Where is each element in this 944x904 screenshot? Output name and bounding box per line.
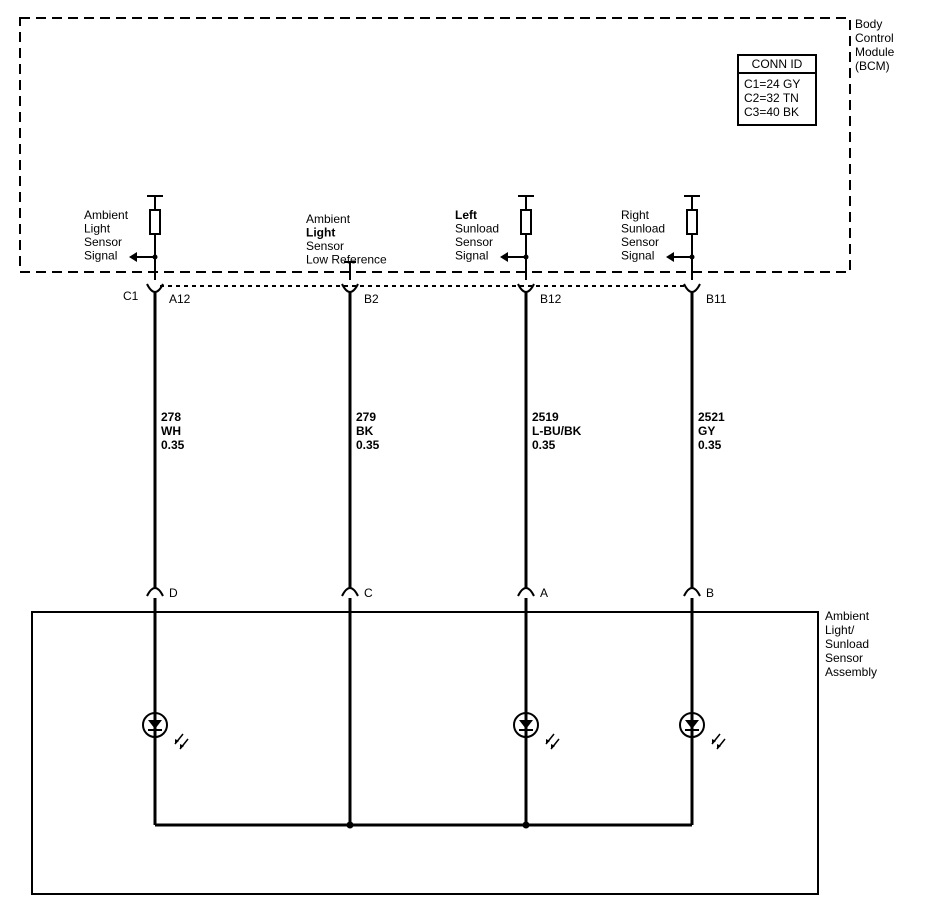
conn-id-row: C1=24 GY	[744, 77, 800, 91]
sensor-connector-pin	[683, 587, 701, 597]
signal-arrow-icon	[129, 252, 137, 262]
bcm-module-boundary	[19, 17, 851, 273]
bcm-pin-label: B2	[364, 292, 379, 306]
conn-id-row: C2=32 TN	[744, 91, 799, 105]
splice-dot	[689, 254, 695, 260]
conn-id-row: C3=40 BK	[744, 105, 799, 119]
pullup-resistor	[520, 209, 532, 235]
pullup-resistor	[686, 209, 698, 235]
sensor-pin-label: B	[706, 586, 714, 600]
conn-id-header: CONN ID	[752, 57, 803, 71]
sensor-assembly-boundary	[31, 611, 819, 895]
photodiode-icon	[513, 712, 560, 750]
pullup-resistor	[149, 209, 161, 235]
bcm-connector-id: C1	[123, 289, 139, 303]
conn-id-table: CONN ID C1=24 GY C2=32 TN C3=40 BK	[737, 54, 817, 126]
sensor-connector-pin	[146, 587, 164, 597]
sensor-assembly-name: Ambient Light/ Sunload Sensor Assembly	[825, 609, 877, 679]
signal-arrow-icon	[666, 252, 674, 262]
photodiode-icon	[679, 712, 726, 750]
splice-dot	[346, 821, 354, 829]
sensor-pin-label: C	[364, 586, 373, 600]
splice-dot	[522, 821, 530, 829]
bcm-pin-label: B12	[540, 292, 562, 306]
bcm-pin-label: B11	[706, 292, 727, 306]
splice-dot	[523, 254, 529, 260]
sensor-pin-label: D	[169, 586, 178, 600]
bcm-pin-label: A12	[169, 292, 191, 306]
signal-arrow-icon	[500, 252, 508, 262]
splice-dot	[152, 254, 158, 260]
bcm-name: Body Control Module (BCM)	[855, 17, 898, 73]
sensor-pin-label: A	[540, 586, 548, 600]
sensor-connector-pin	[517, 587, 535, 597]
photodiode-icon	[142, 712, 189, 750]
bcm-connector-pin	[683, 283, 701, 293]
sensor-connector-pin	[341, 587, 359, 597]
